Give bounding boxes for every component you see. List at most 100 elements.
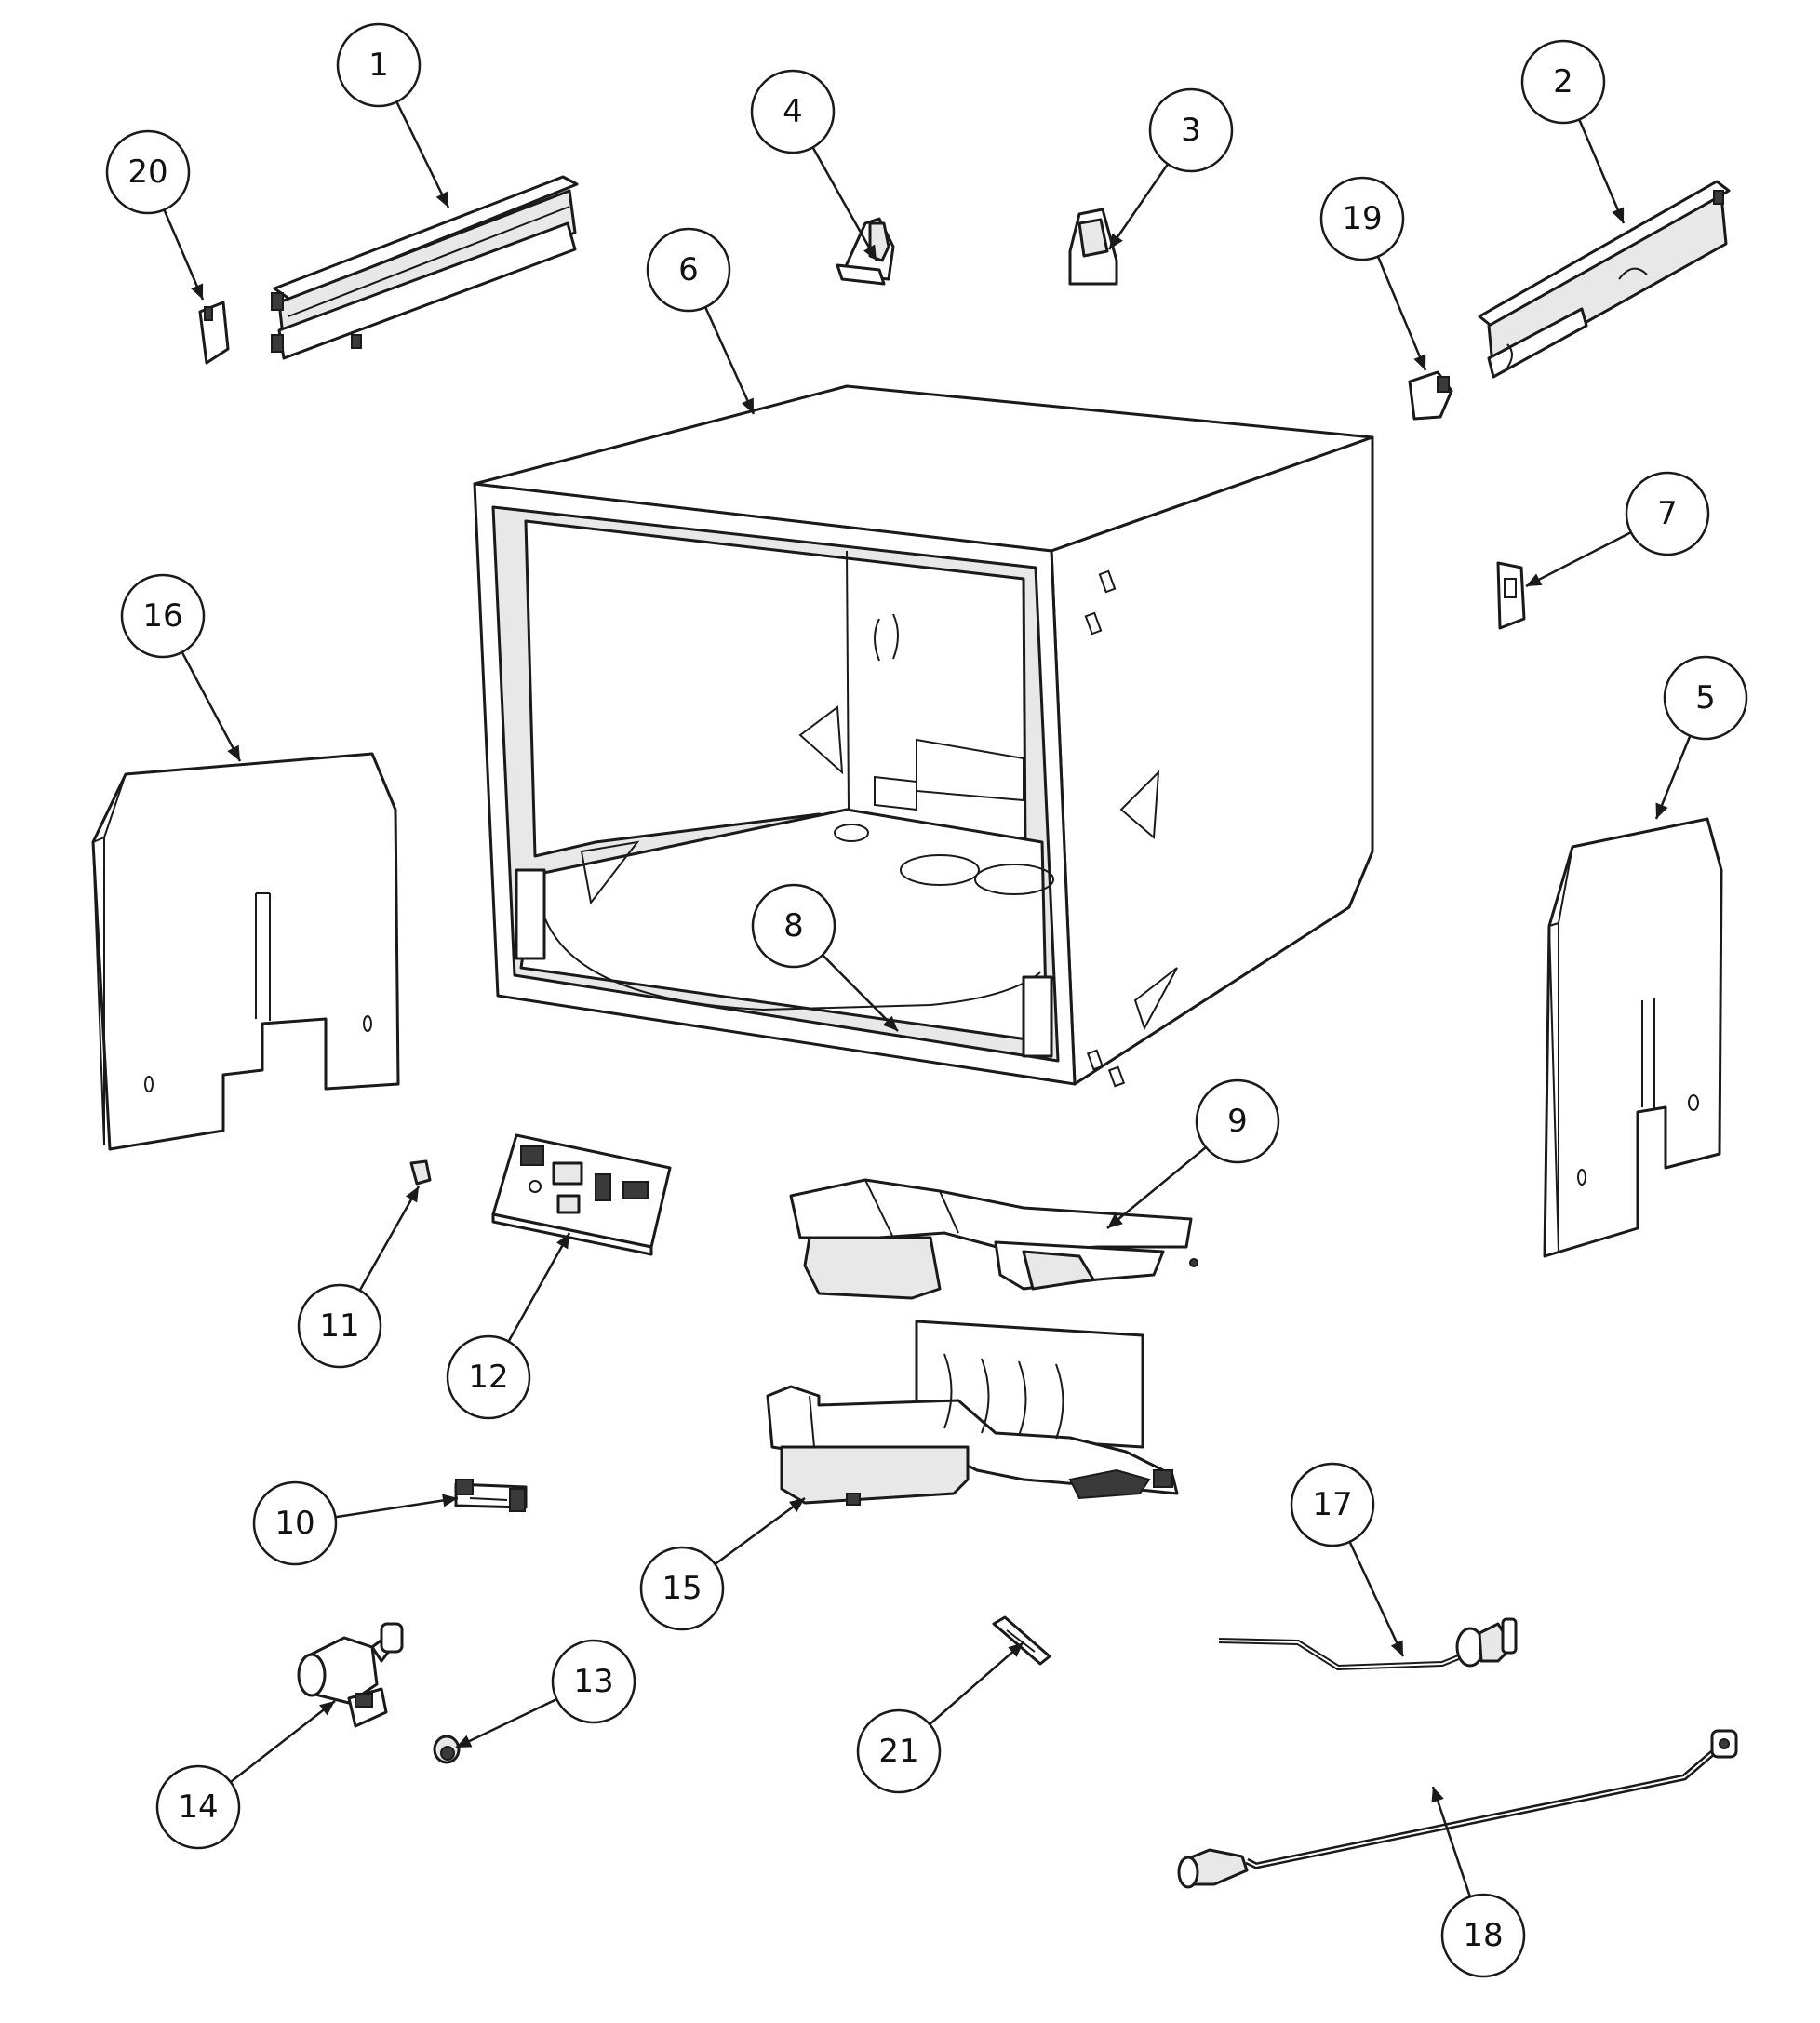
leader-arrow-11 (406, 1186, 419, 1203)
callout-7: 7 (1625, 471, 1710, 556)
leader-lines (163, 100, 1692, 1897)
clip-part (1496, 561, 1526, 630)
leader-line-16 (181, 651, 242, 762)
leader-line-13 (455, 1697, 557, 1749)
callout-circle (646, 227, 731, 313)
leader-arrow-12 (556, 1233, 569, 1250)
callout-19: 19 (1319, 176, 1405, 261)
callout-number: 2 (1553, 63, 1573, 100)
callout-number: 14 (178, 1789, 218, 1826)
callout-number: 17 (1312, 1486, 1352, 1523)
callout-5: 5 (1663, 655, 1748, 741)
leader-line-15 (714, 1496, 806, 1565)
callout-circle (1148, 87, 1234, 173)
callout-number: 10 (274, 1505, 314, 1542)
leader-line-1 (395, 100, 450, 208)
callout-circle (1520, 39, 1606, 125)
leader-arrow-14 (319, 1701, 335, 1716)
leader-arrow-19 (1413, 354, 1426, 370)
callout-10: 10 (252, 1480, 338, 1566)
leader-line-6 (703, 306, 756, 415)
leader-arrow-1 (435, 191, 448, 208)
callout-number: 13 (573, 1663, 613, 1700)
callout-12: 12 (446, 1334, 531, 1420)
control-board-part (491, 1133, 672, 1256)
callout-circle (750, 69, 836, 154)
callout-number: 3 (1181, 112, 1201, 149)
callout-number: 15 (662, 1570, 702, 1607)
callout-circle (751, 883, 836, 969)
leader-arrow-3 (1109, 233, 1123, 249)
side-panel-right-part (1543, 817, 1723, 1258)
leader-arrow-7 (1526, 573, 1543, 586)
leader-line-20 (163, 208, 205, 301)
callout-9: 9 (1195, 1078, 1280, 1164)
callout-circle (1319, 176, 1405, 261)
callout-circle (551, 1639, 636, 1724)
callout-11: 11 (297, 1283, 382, 1369)
callout-circle (639, 1546, 725, 1631)
callout-number: 20 (127, 154, 167, 191)
callout-15: 15 (639, 1546, 725, 1631)
callout-14: 14 (155, 1764, 241, 1850)
leader-arrow-15 (788, 1498, 805, 1513)
callout-number: 9 (1227, 1103, 1248, 1140)
base-cover-part (789, 1178, 1198, 1300)
callout-number: 1 (368, 47, 389, 84)
drain-hose-part (1177, 1729, 1738, 1889)
callout-number: 8 (783, 907, 804, 945)
leader-line-9 (1106, 1145, 1207, 1229)
leader-arrow-6 (742, 397, 754, 414)
callout-circle (155, 1764, 241, 1850)
spring-clip-part (992, 1615, 1051, 1666)
rail-bracket-right-part (1068, 208, 1118, 286)
leader-line-12 (507, 1232, 571, 1343)
callout-number: 18 (1463, 1917, 1503, 1954)
callout-circle (1663, 655, 1748, 741)
callout-number: 21 (878, 1733, 918, 1770)
leader-arrow-2 (1612, 207, 1625, 223)
leader-arrow-16 (227, 744, 240, 761)
leader-arrow-17 (1390, 1640, 1403, 1656)
leader-line-14 (230, 1700, 336, 1784)
leader-line-5 (1654, 735, 1692, 820)
base-frame-part (766, 1320, 1179, 1506)
callout-circle (120, 573, 206, 659)
callout-circle (252, 1480, 338, 1566)
leader-line-8 (822, 954, 899, 1032)
leader-arrow-18 (1431, 1787, 1444, 1803)
leader-line-4 (811, 146, 878, 261)
callout-number: 19 (1342, 200, 1382, 237)
callout-circle (105, 129, 191, 215)
callout-circle (1195, 1078, 1280, 1164)
callout-17: 17 (1290, 1462, 1375, 1547)
callout-1: 1 (336, 22, 422, 108)
supply-hose-part (1218, 1617, 1518, 1671)
leader-line-21 (929, 1641, 1024, 1726)
leader-line-7 (1525, 530, 1632, 588)
callout-4: 4 (750, 69, 836, 154)
callout-16: 16 (120, 573, 206, 659)
small-fastener-part (409, 1159, 432, 1186)
callout-20: 20 (105, 129, 191, 215)
callout-number: 16 (142, 597, 182, 635)
leader-arrow-20 (191, 283, 204, 300)
leader-line-3 (1107, 163, 1170, 250)
leader-line-10 (335, 1496, 459, 1519)
callout-3: 3 (1148, 87, 1234, 173)
leader-line-17 (1348, 1541, 1405, 1657)
callout-18: 18 (1440, 1893, 1526, 1978)
leader-line-18 (1431, 1786, 1472, 1897)
callout-circle (1625, 471, 1710, 556)
callout-6: 6 (646, 227, 731, 313)
callout-21: 21 (856, 1708, 942, 1794)
callout-2: 2 (1520, 39, 1606, 125)
callout-number: 6 (678, 251, 699, 288)
side-panel-left-part (91, 752, 400, 1151)
callout-circle (336, 22, 422, 108)
switch-part (454, 1479, 528, 1512)
rail-end-cap-left-part (198, 301, 230, 365)
leader-line-11 (358, 1186, 421, 1292)
